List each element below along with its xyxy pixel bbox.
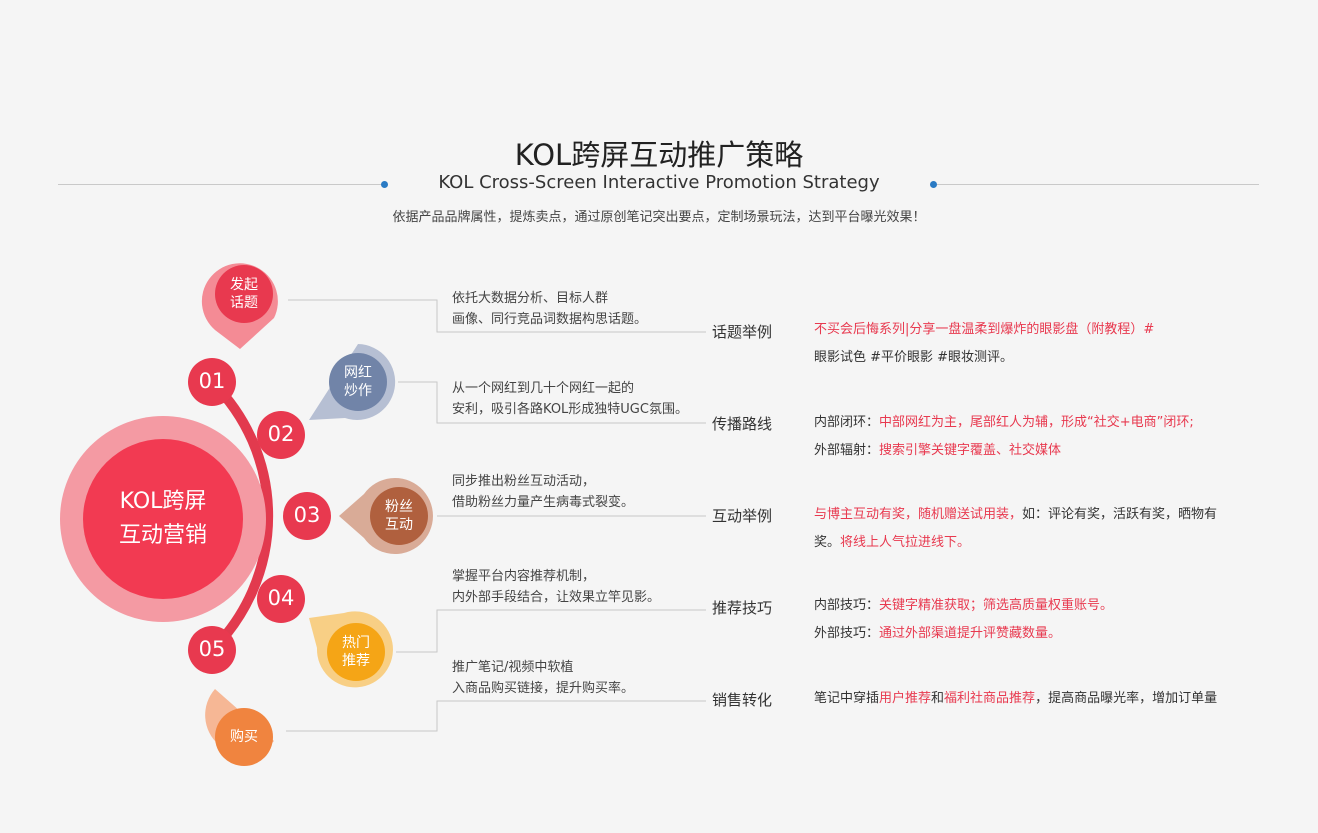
category-interaction-examples: 互动举例 xyxy=(712,507,773,525)
number-label-03: 03 xyxy=(293,503,321,527)
pin-shape-2 xyxy=(309,344,396,420)
center-label-line2: 互动营销 xyxy=(118,523,207,548)
center-circle-inner xyxy=(83,439,243,599)
pin-shape-1 xyxy=(201,263,278,349)
step-description-2: 从一个网红到几十个网红一起的安利，吸引各路KOL形成独特UGC氛围。 xyxy=(452,381,688,417)
pin-label-5: 购买 xyxy=(230,729,258,745)
step-description-5: 推广笔记/视频中软植入商品购买链接，提升购买率。 xyxy=(452,660,635,696)
timeline-arc xyxy=(208,378,274,654)
pin-shape-5 xyxy=(205,689,274,766)
step-description-1: 依托大数据分析、目标人群画像、同行竞品词数据构思话题。 xyxy=(452,291,648,327)
title-divider-left xyxy=(58,184,384,185)
detail-spread: 内部闭环：中部网红为主，尾部红人为辅，形成“社交+电商”闭环; 外部辐射：搜索引… xyxy=(814,415,1194,458)
step-description-4: 掌握平台内容推荐机制，内外部手段结合，让效果立竿见影。 xyxy=(452,569,661,605)
pin-label-1: 发起话题 xyxy=(230,277,258,311)
number-label-05: 05 xyxy=(198,637,226,661)
page-title: KOL跨屏互动推广策略 xyxy=(514,138,804,172)
number-label-04: 04 xyxy=(267,586,295,610)
page-description: 依据产品品牌属性，提炼卖点，通过原创笔记突出要点，定制场景玩法，达到平台曝光效果… xyxy=(392,210,926,225)
pin-label-4: 热门推荐 xyxy=(342,635,370,669)
pin-shape-3 xyxy=(339,477,433,554)
number-circle-01 xyxy=(188,358,236,406)
detail-interaction: 与博主互动有奖，随机赠送试用装，如：评论有奖，活跃有奖，晒物有 奖。将线上人气拉… xyxy=(814,507,1218,550)
connector-lines xyxy=(286,299,706,732)
center-label-line1: KOL跨屏 xyxy=(119,489,207,514)
connector-2 xyxy=(398,381,706,424)
page-subtitle: KOL Cross-Screen Interactive Promotion S… xyxy=(438,172,880,193)
category-recommendation-tips: 推荐技巧 xyxy=(712,599,773,617)
connector-4 xyxy=(396,609,706,653)
detail-recommend: 内部技巧：关键字精准获取；筛选高质量权重账号。 外部技巧：通过外部渠道提升评赞藏… xyxy=(814,598,1114,641)
step-description-3: 同步推出粉丝互动活动，借助粉丝力量产生病毒式裂变。 xyxy=(452,474,635,510)
number-circle-03 xyxy=(283,492,331,540)
detail-topic: 不买会后悔系列|分享一盘温柔到爆炸的眼影盘（附教程）# 眼影试色 #平价眼影 #… xyxy=(814,322,1155,365)
category-sales-conversion: 销售转化 xyxy=(712,691,773,709)
center-label: KOL跨屏 互动营销 xyxy=(83,485,243,553)
number-circle-04 xyxy=(257,575,305,623)
divider-dot-left xyxy=(381,181,388,188)
connector-1 xyxy=(288,299,706,333)
number-label-01: 01 xyxy=(198,369,226,393)
detail-sales: 笔记中穿插用户推荐和福利社商品推荐，提高商品曝光率，增加订单量 xyxy=(814,691,1218,706)
pin-label-2: 网红炒作 xyxy=(344,365,372,399)
pin-shape-4 xyxy=(309,611,393,688)
pin-label-3: 粉丝互动 xyxy=(385,499,413,533)
number-label-02: 02 xyxy=(267,422,295,446)
divider-dot-right xyxy=(930,181,937,188)
category-spread-route: 传播路线 xyxy=(712,415,773,433)
connector-5 xyxy=(286,700,706,732)
number-circle-02 xyxy=(257,411,305,459)
title-divider-right xyxy=(937,184,1259,185)
category-topic-examples: 话题举例 xyxy=(712,323,773,341)
number-circle-05 xyxy=(188,626,236,674)
